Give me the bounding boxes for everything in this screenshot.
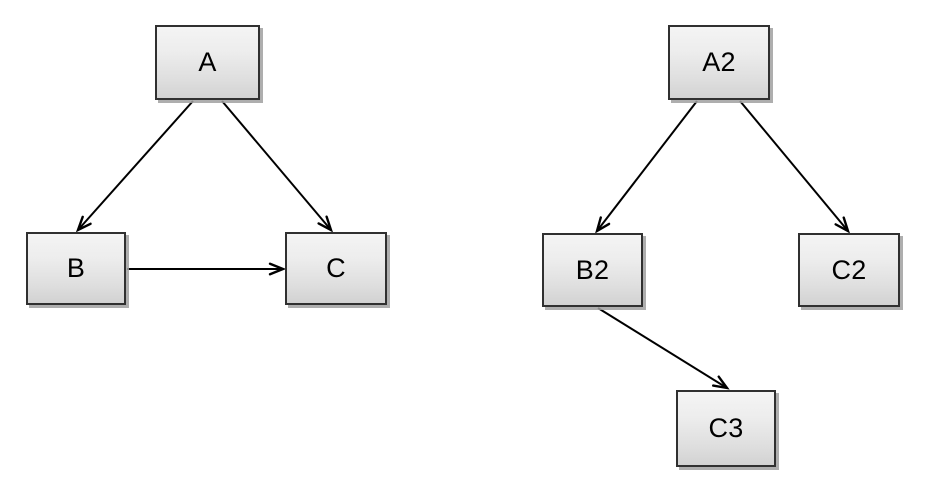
edge-a2-c2 — [739, 100, 851, 234]
node-label: A2 — [702, 47, 736, 77]
node-label: B2 — [575, 254, 610, 285]
arrowhead — [317, 215, 334, 233]
node-a[interactable]: A — [155, 25, 260, 100]
node-c[interactable]: C — [285, 232, 387, 305]
edge-b-c — [127, 262, 287, 276]
edge-a-c — [221, 100, 334, 233]
node-label: C — [326, 253, 346, 283]
edge-a-b — [75, 100, 194, 233]
node-label: A — [198, 47, 217, 77]
arrowhead — [268, 262, 287, 276]
edge-b2-c3 — [597, 307, 730, 390]
node-c3[interactable]: C3 — [676, 390, 776, 467]
arrowhead — [712, 375, 730, 390]
node-label: C2 — [831, 254, 867, 285]
node-c2[interactable]: C2 — [798, 233, 900, 307]
edge-a2-b2 — [595, 100, 698, 234]
arrowhead — [834, 216, 851, 234]
arrowhead — [75, 215, 92, 233]
node-b[interactable]: B — [26, 232, 126, 305]
node-label: B — [66, 253, 86, 283]
node-label: C3 — [708, 413, 744, 443]
node-a2[interactable]: A2 — [668, 25, 770, 100]
arrowhead — [595, 216, 611, 234]
node-b2[interactable]: B2 — [542, 233, 643, 307]
